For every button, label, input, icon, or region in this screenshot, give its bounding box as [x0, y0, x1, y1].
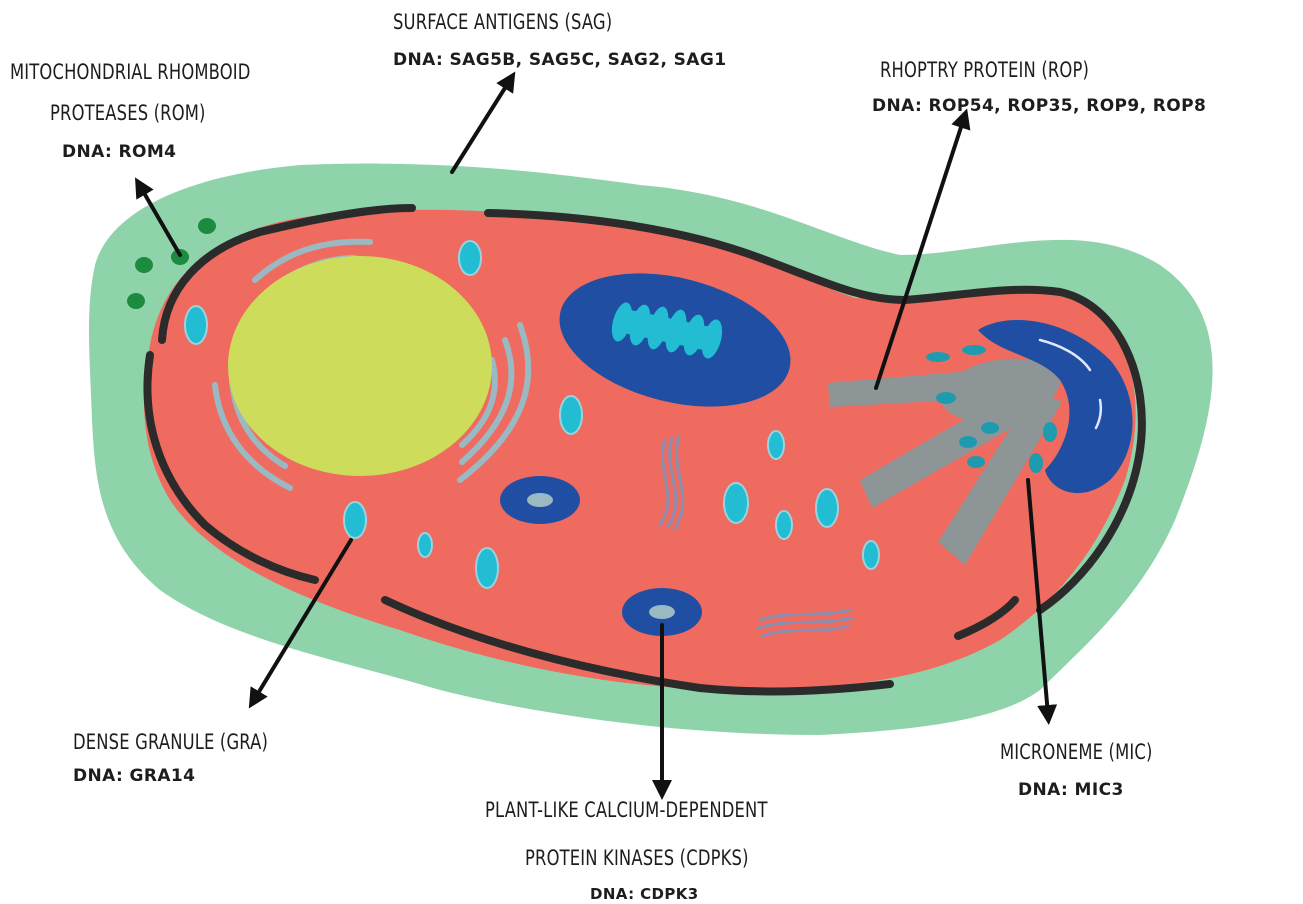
cdpk-title-line1: PLANT-LIKE CALCIUM-DEPENDENT [485, 800, 768, 821]
cdpk-title-line2: PROTEIN KINASES (CDPKS) [525, 848, 749, 869]
rop-dna: DNA: ROP54, ROP35, ROP9, ROP8 [872, 98, 1206, 115]
arrow-sag [452, 80, 510, 172]
rom-title-line2: PROTEASES (ROM) [50, 103, 206, 124]
nucleus [228, 256, 492, 476]
cdpk-dna: DNA: CDPK3 [590, 887, 699, 902]
gra-dna: DNA: GRA14 [73, 768, 195, 785]
rom-title-line1: MITOCHONDRIAL RHOMBOID [10, 62, 251, 83]
mic-dna: DNA: MIC3 [1018, 782, 1124, 799]
sag-title: SURFACE ANTIGENS (SAG) [393, 12, 612, 33]
gra-title: DENSE GRANULE (GRA) [73, 732, 268, 753]
sag-dna: DNA: SAG5B, SAG5C, SAG2, SAG1 [393, 52, 726, 69]
rom-dna: DNA: ROM4 [62, 144, 176, 161]
mic-title: MICRONEME (MIC) [1000, 742, 1152, 763]
rop-title: RHOPTRY PROTEIN (ROP) [880, 60, 1089, 81]
